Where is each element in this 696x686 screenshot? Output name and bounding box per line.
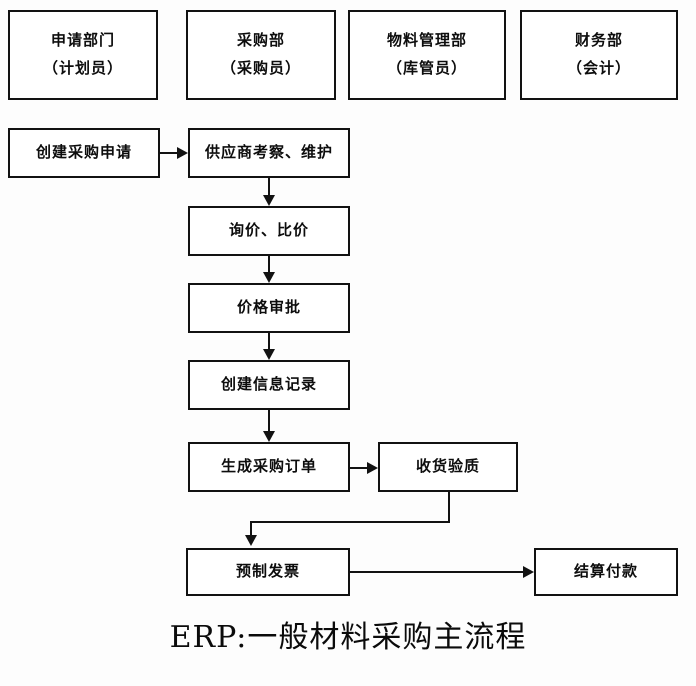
step-label: 创建采购申请	[35, 143, 132, 162]
step-label: 收货验质	[415, 457, 480, 476]
step-create-purchase-request: 创建采购申请	[8, 128, 160, 178]
step-create-info-record: 创建信息记录	[188, 360, 350, 410]
lane-role: （会计）	[566, 59, 631, 77]
lane-header-finance: 财务部 （会计）	[520, 10, 678, 100]
connector-supplier-to-inquiry	[268, 178, 270, 197]
lane-header-material-management: 物料管理部 （库管员）	[348, 10, 506, 100]
lane-header-purchasing: 采购部 （采购员）	[186, 10, 336, 100]
arrow-info-record-to-po	[263, 431, 275, 442]
connector-info-record-to-po	[268, 410, 270, 433]
arrow-receive-to-preinvoice	[245, 535, 257, 546]
step-label: 创建信息记录	[220, 375, 317, 394]
connector-inquiry-to-approval	[268, 256, 270, 274]
step-label: 询价、比价	[228, 221, 309, 240]
arrow-supplier-to-inquiry	[263, 195, 275, 206]
step-pre-invoice: 预制发票	[186, 548, 350, 596]
connector-receive-to-preinvoice	[250, 521, 252, 537]
step-label: 预制发票	[235, 562, 300, 581]
lane-title: 申请部门	[50, 31, 115, 50]
lane-title: 采购部	[236, 31, 285, 50]
step-label: 价格审批	[236, 298, 301, 317]
arrow-inquiry-to-approval	[263, 272, 275, 283]
step-label: 供应商考察、维护	[204, 143, 333, 162]
step-supplier-survey-maintenance: 供应商考察、维护	[188, 128, 350, 178]
connector-receive-left	[250, 521, 450, 523]
step-label: 结算付款	[573, 562, 638, 581]
step-receive-goods-inspect-quality: 收货验质	[378, 442, 518, 492]
lane-role: （采购员）	[220, 59, 301, 77]
lane-header-applicant: 申请部门 （计划员）	[8, 10, 158, 100]
arrow-request-to-supplier	[177, 147, 188, 159]
step-price-approval: 价格审批	[188, 283, 350, 333]
lane-title: 物料管理部	[386, 31, 467, 50]
connector-po-to-receive	[350, 467, 368, 469]
step-create-purchase-order: 生成采购订单	[188, 442, 350, 492]
arrow-po-to-receive	[367, 462, 378, 474]
lane-role: （库管员）	[386, 59, 467, 77]
connector-approval-to-info-record	[268, 333, 270, 351]
connector-preinvoice-to-settlement	[350, 571, 524, 573]
arrow-approval-to-info-record	[263, 349, 275, 360]
connector-request-to-supplier	[160, 152, 178, 154]
lane-role: （计划员）	[42, 59, 123, 77]
arrow-preinvoice-to-settlement	[523, 566, 534, 578]
lane-title: 财务部	[574, 31, 623, 50]
step-inquiry-and-price-comparison: 询价、比价	[188, 206, 350, 256]
connector-receive-down	[448, 492, 450, 523]
diagram-caption: ERP:一般材料采购主流程	[169, 620, 527, 655]
step-settlement-payment: 结算付款	[534, 548, 678, 596]
step-label: 生成采购订单	[220, 457, 317, 476]
